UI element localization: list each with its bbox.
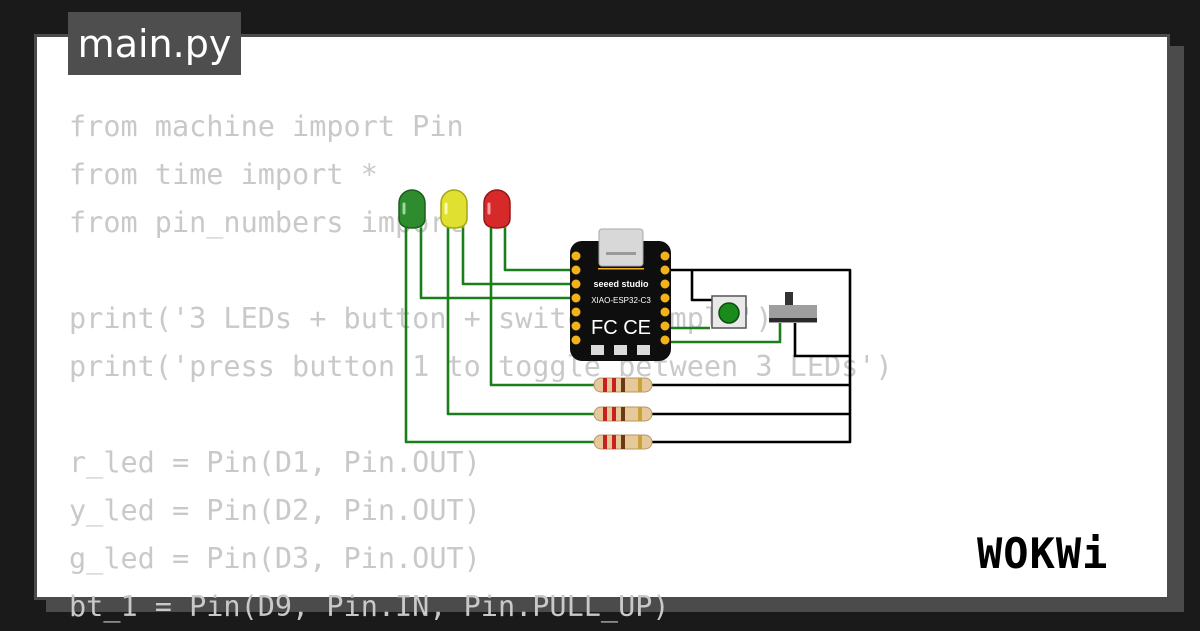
code-line: print('press button 1 to toggle between …: [69, 350, 893, 383]
wire-yellow-led-cathode: [446, 226, 598, 416]
pushbutton-cap: [718, 302, 740, 324]
code-listing: from machine import Pin from time import …: [69, 103, 893, 631]
code-line: from machine import Pin: [69, 110, 464, 143]
code-line: y_led = Pin(D2, Pin.OUT): [69, 494, 481, 527]
green-led: [398, 189, 426, 229]
code-line: g_led = Pin(D3, Pin.OUT): [69, 542, 481, 575]
yellow-led: [440, 189, 468, 229]
code-line: from time import *: [69, 158, 378, 191]
pushbutton[interactable]: [711, 295, 747, 329]
resistor-2: [593, 406, 653, 422]
code-line: from pin_numbers import *: [69, 206, 498, 239]
board-cert-marks: FC CE: [591, 317, 651, 339]
board-brand: seeed studio: [593, 279, 649, 289]
wire-button-gnd: [690, 270, 712, 302]
wire-green-led-cathode: [404, 226, 598, 444]
code-line: bt_1 = Pin(D9, Pin.IN, Pin.PULL_UP): [69, 590, 670, 623]
wire-red-led-anode: [503, 226, 576, 272]
wokwi-logo-text: WOKWi: [977, 529, 1108, 578]
board-model: XIAO-ESP32-C3: [591, 296, 651, 305]
slide-switch[interactable]: [769, 292, 817, 323]
wire-yellow-led-anode: [461, 226, 576, 286]
wire-red-led-cathode: [489, 226, 598, 387]
resistor-3: [593, 434, 653, 450]
resistor-1: [593, 377, 653, 393]
board-pins: [571, 251, 670, 345]
red-led: [483, 189, 511, 229]
wokwi-logo: WOKWi: [977, 529, 1108, 578]
wire-switch-gnd: [793, 322, 850, 358]
code-line: r_led = Pin(D1, Pin.OUT): [69, 446, 481, 479]
wire-green-led-anode: [419, 226, 576, 300]
xiao-board: seeed studio XIAO-ESP32-C3 FC CE: [570, 228, 671, 361]
file-tab[interactable]: main.py: [68, 12, 241, 75]
file-tab-label: main.py: [77, 21, 232, 66]
wire-switch-d10: [662, 322, 782, 344]
